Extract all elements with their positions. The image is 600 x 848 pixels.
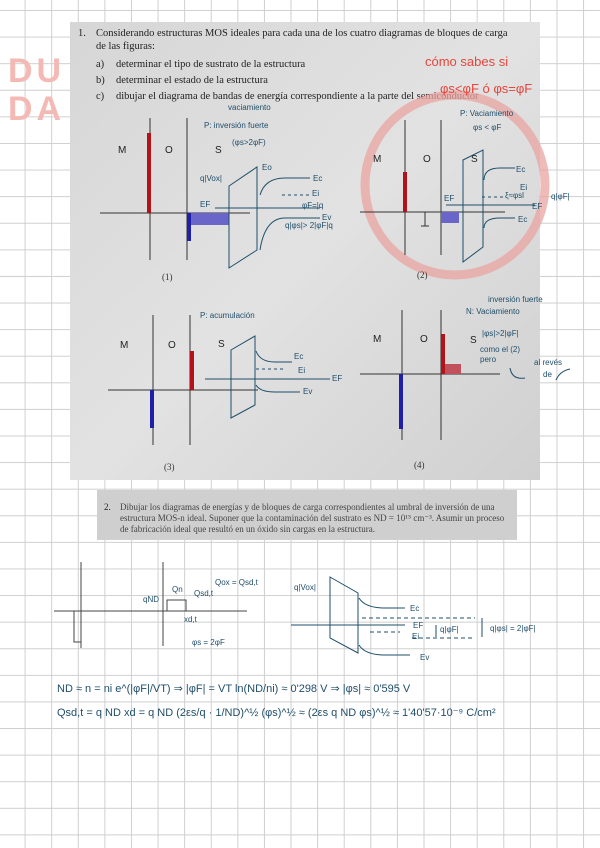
- item-b-text: determinar el estado de la estructura: [116, 75, 268, 86]
- label-qphiF: q|φF|: [440, 625, 459, 634]
- fig1-label-O: O: [165, 145, 173, 156]
- figure-3: [108, 315, 330, 445]
- label-Qsdt: Qsd,t: [194, 589, 214, 598]
- label-EF: EF: [413, 621, 423, 630]
- label-Ei: Ei: [412, 632, 419, 641]
- donor-charge-block: [445, 364, 461, 374]
- fig4-note: inversión fuerte: [488, 295, 543, 304]
- problem1-number: 1.: [78, 28, 86, 39]
- fig4-note: pero: [480, 355, 497, 364]
- fig3-caption: (3): [164, 462, 175, 472]
- label-qND: qND: [143, 595, 159, 604]
- fig3-label-O: O: [168, 340, 176, 351]
- problem2-statement: Dibujar los diagramas de energías y de b…: [120, 502, 505, 534]
- fig1-note: EF: [200, 200, 210, 209]
- highlight-circle: [360, 90, 550, 280]
- question-annotation-1: cómo sabes si: [425, 54, 508, 69]
- fig4-note: de: [543, 370, 552, 379]
- accumulation-charge-bar: [190, 351, 194, 390]
- fig1-label-M: M: [118, 145, 126, 156]
- fig1-note: P: inversión fuerte: [204, 121, 269, 130]
- fig2-label-S: S: [471, 154, 478, 165]
- solution-charge-diagram: [54, 562, 247, 648]
- equation-Qsdt: Qsd,t = q ND xd = q ND (2εs/q · 1/ND)^½ …: [57, 707, 496, 719]
- fig2-note: Ec: [516, 165, 525, 174]
- problem2-number: 2.: [104, 502, 111, 512]
- fig2-note: EF: [444, 194, 454, 203]
- item-c-marker: c): [96, 91, 105, 102]
- fig4-caption: (4): [414, 460, 425, 470]
- figure-4: [360, 310, 500, 440]
- fig4-label-O: O: [420, 334, 428, 345]
- fig3-note: Ei: [298, 366, 305, 375]
- fig2-note: Ec: [518, 215, 527, 224]
- fig1-note: q|Vox|: [200, 174, 222, 183]
- fig3-note: Ec: [294, 352, 303, 361]
- fig4-label-S: S: [470, 335, 477, 346]
- depletion-charge-bar: [187, 213, 191, 241]
- label-Ec: Ec: [410, 604, 419, 613]
- fig1-note: φF=|q: [302, 201, 323, 210]
- inversion-charge-bar: [441, 334, 445, 374]
- fig1-note: vaciamiento: [228, 103, 271, 112]
- fig1-note: (φs>2φF): [232, 138, 266, 147]
- fig1-note: Ev: [322, 213, 331, 222]
- fig3-note: P: acumulación: [200, 311, 255, 320]
- fig1-caption: (1): [162, 272, 173, 282]
- fig2-margin-note: q|φF|: [551, 192, 570, 201]
- fig4-label-M: M: [373, 334, 381, 345]
- fig3-label-S: S: [218, 339, 225, 350]
- fig3-note: EF: [332, 374, 342, 383]
- item-b-marker: b): [96, 75, 105, 86]
- fig2-label-M: M: [373, 154, 381, 165]
- fig1-note: Ei: [312, 189, 319, 198]
- fig1-note: Ec: [313, 174, 322, 183]
- fig3-label-M: M: [120, 340, 128, 351]
- metal-charge-bar: [399, 374, 403, 429]
- item-a-text: determinar el tipo de sustrato de la est…: [116, 59, 306, 70]
- fig2-note: EF: [532, 202, 542, 211]
- label-qphis-eq: q|φs| = 2|φF|: [490, 624, 536, 633]
- fig3-note: Ev: [303, 387, 312, 396]
- figure-1: [100, 118, 320, 269]
- problem1-statement: Considerando estructuras MOS ideales par…: [96, 28, 508, 52]
- label-phis-eq: φs = 2φF: [192, 638, 225, 647]
- fig2-note: P: Vaciamiento: [460, 109, 514, 118]
- problem2-photo: [97, 490, 517, 540]
- label-Qn: Qn: [172, 585, 183, 594]
- item-c-text: dibujar el diagrama de bandas de energía…: [116, 91, 479, 102]
- fig1-note: q|φs|> 2|φF|q: [285, 221, 333, 230]
- fig2-note: ξ≈φsl: [505, 191, 524, 200]
- metal-charge-bar: [403, 172, 407, 212]
- fig4-note: al revés: [534, 358, 562, 367]
- fig4-arrow-strokes: [509, 367, 571, 381]
- fig2-note: Ei: [520, 183, 527, 192]
- fig2-label-O: O: [423, 154, 431, 165]
- inversion-charge-block: [191, 213, 229, 225]
- label-qVox: q|Vox|: [294, 583, 316, 592]
- fig4-note: N: Vaciamiento: [466, 307, 520, 316]
- depletion-charge-block: [441, 212, 459, 223]
- question-annotation-2: φs<φF ó φs=φF: [440, 81, 532, 96]
- equation-phiF: ND ≈ n = ni e^(|φF|/VT) ⇒ |φF| = VT ln(N…: [57, 683, 411, 695]
- metal-charge-bar: [147, 133, 151, 213]
- label-xdt: xd,t: [184, 615, 198, 624]
- fig2-note: φs < φF: [473, 123, 501, 132]
- label-Ev: Ev: [420, 653, 429, 662]
- solution-band-diagram: [291, 576, 483, 656]
- fig2-caption: (2): [417, 270, 428, 280]
- label-Qox-eq: Qox = Qsd,t: [215, 578, 259, 587]
- fig1-label-S: S: [215, 145, 222, 156]
- fig1-note: Eo: [262, 163, 272, 172]
- item-a-marker: a): [96, 59, 105, 70]
- fig4-note: como el (2): [480, 345, 520, 354]
- metal-charge-bar: [150, 390, 154, 428]
- fig4-note: |φs|>2|φF|: [482, 329, 519, 338]
- figure-2: [360, 120, 535, 263]
